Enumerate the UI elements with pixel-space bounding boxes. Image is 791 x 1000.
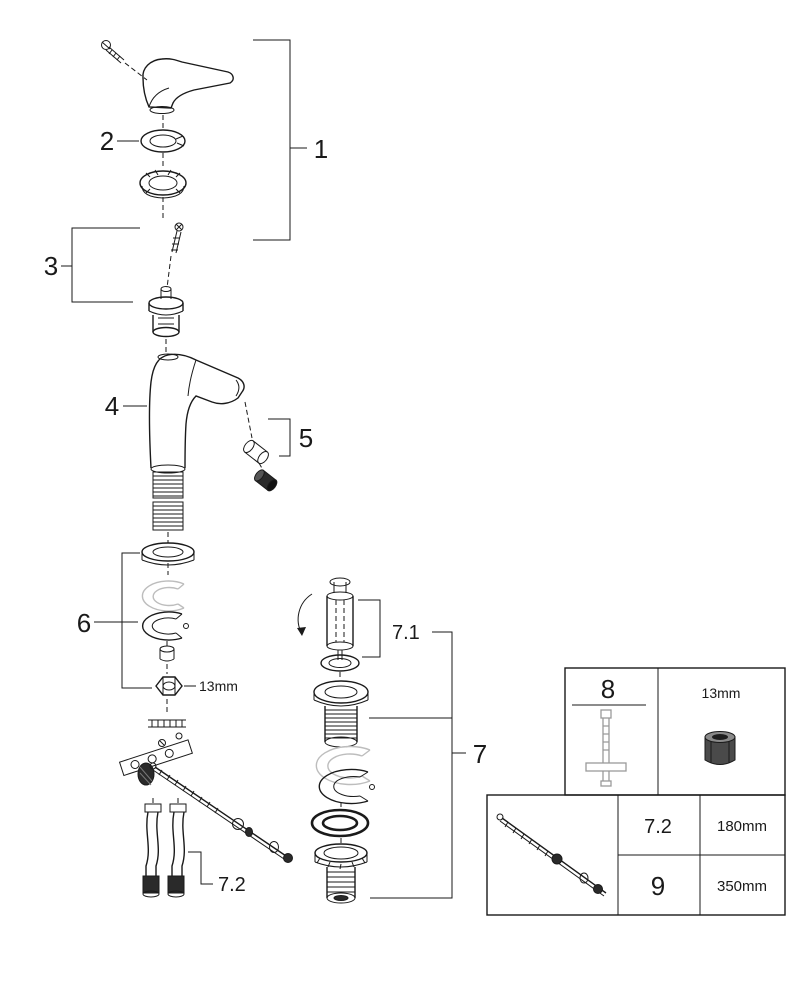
part-label-5: 5 xyxy=(299,423,313,453)
handle-lever xyxy=(142,58,234,114)
inset-rod-box: 7.2 180mm 9 350mm xyxy=(486,794,786,916)
part-label-3: 3 xyxy=(44,251,58,281)
inset-nut-size-label: 13mm xyxy=(702,685,741,701)
bracket-6 xyxy=(121,552,152,689)
hex-nut xyxy=(155,676,183,696)
threaded-rod xyxy=(149,762,293,863)
dome-cap xyxy=(139,169,187,199)
part-label-7-1: 7.1 xyxy=(392,622,420,644)
faucet-body xyxy=(148,353,245,474)
bracket-5 xyxy=(268,418,291,457)
hex-key-tool xyxy=(585,709,627,787)
table-length-180: 180mm xyxy=(717,818,767,835)
table-part-7-2: 7.2 xyxy=(644,816,672,838)
part-label-7: 7 xyxy=(473,739,487,769)
o-ring-gasket xyxy=(310,808,370,838)
centerline xyxy=(244,401,253,439)
table-grid xyxy=(617,795,785,915)
popup-rod-knob xyxy=(297,577,354,660)
handle-fixing-screw xyxy=(101,40,148,81)
bracket-7-2 xyxy=(188,851,213,885)
drain-tailpiece xyxy=(314,843,368,904)
bracket-7 xyxy=(370,631,453,899)
drain-clip-ghost xyxy=(315,745,371,786)
threaded-shank xyxy=(152,471,184,531)
bracket-7-1 xyxy=(358,599,381,658)
aerator-sleeve xyxy=(243,439,269,465)
rod-drawing xyxy=(496,813,607,897)
inset-label-8: 8 xyxy=(601,674,615,704)
table-part-9: 9 xyxy=(651,871,665,901)
cartridge xyxy=(148,286,184,338)
centerline xyxy=(258,462,264,471)
drain-flange xyxy=(313,680,369,748)
part-label-1: 1 xyxy=(314,134,328,164)
table-length-350: 350mm xyxy=(717,878,767,895)
bracket-3 xyxy=(71,227,140,303)
aerator-insert xyxy=(254,469,278,492)
part-label-4: 4 xyxy=(105,391,119,421)
drain-clip xyxy=(318,768,375,805)
hex-nut-13mm xyxy=(704,731,736,765)
mounting-clamp-ghost xyxy=(141,580,185,612)
retaining-ring xyxy=(140,129,186,153)
inset-tool-box: 8 13mm xyxy=(564,667,786,796)
cartridge-screw xyxy=(166,222,184,289)
bracket-1 xyxy=(253,39,291,241)
mounting-hardware xyxy=(118,719,193,786)
lock-nut-small xyxy=(159,645,175,662)
base-flange xyxy=(141,542,195,566)
supply-hoses xyxy=(142,798,187,898)
part-label-7-2: 7.2 xyxy=(218,874,246,896)
mounting-clamp xyxy=(141,611,189,641)
part-label-6: 6 xyxy=(77,608,91,638)
popup-ring xyxy=(320,654,360,672)
hex-size-label: 13mm xyxy=(199,678,238,694)
part-label-2: 2 xyxy=(100,126,114,156)
